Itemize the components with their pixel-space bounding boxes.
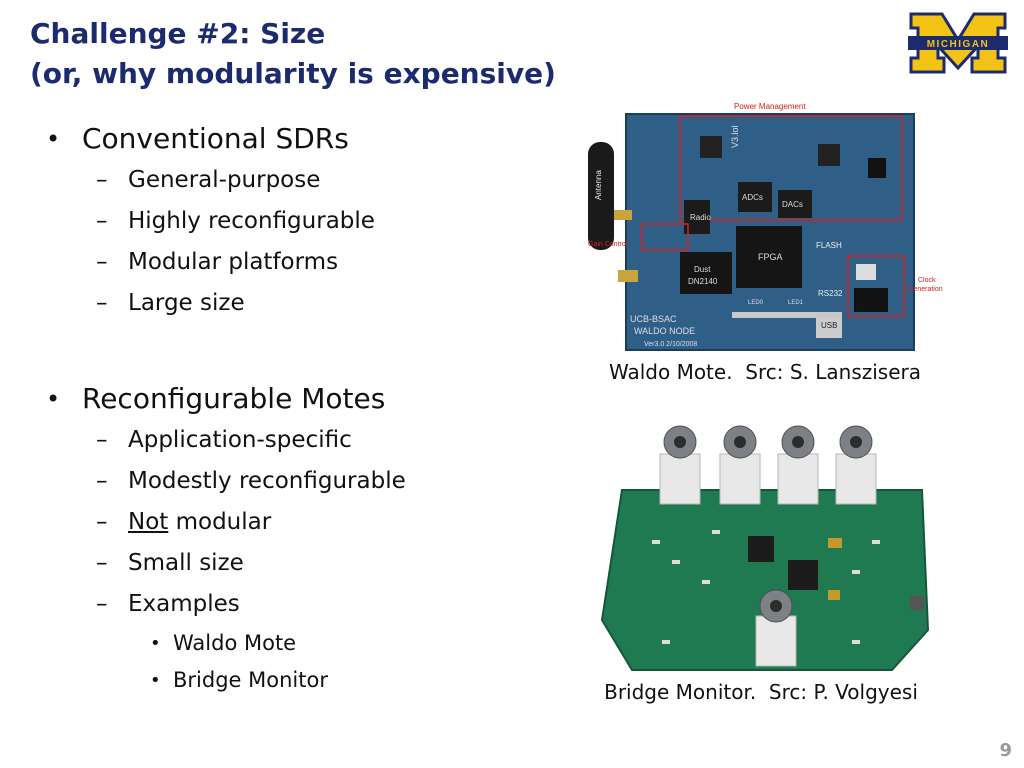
title-line-1: Challenge #2: Size [30,17,326,50]
svg-text:FLASH: FLASH [816,241,842,250]
sub-bullet: –Modestly reconfigurable [96,468,406,494]
svg-text:UCB-BSAC: UCB-BSAC [630,314,677,324]
page-number: 9 [999,740,1012,761]
title-line-2: (or, why modularity is expensive) [30,57,556,90]
svg-text:Power Management: Power Management [734,102,806,111]
bridge-caption: Bridge Monitor. Src: P. Volgyesi [604,680,918,704]
sub-bullet: –Small size [96,550,244,576]
slide-title: Challenge #2: Size (or, why modularity i… [30,14,850,94]
sub-bullet: –Large size [96,290,245,316]
svg-text:Gain Control: Gain Control [588,241,628,248]
sub-bullet: –Not modular [96,509,272,535]
svg-text:FPGA: FPGA [758,252,783,262]
sub-bullet: –Modular platforms [96,249,339,275]
example-bullet: Waldo Mote [42,625,562,662]
sub-bullet: –Examples [96,591,240,617]
svg-text:DACs: DACs [782,200,803,209]
svg-text:Ver3.0 2/10/2008: Ver3.0 2/10/2008 [644,341,697,348]
svg-text:Radio: Radio [690,213,711,222]
svg-text:Generation: Generation [908,286,943,293]
logo-text: MICHIGAN [927,39,990,50]
svg-text:DN2140: DN2140 [688,277,718,286]
svg-text:WALDO NODE: WALDO NODE [634,326,695,336]
example-bullet: Bridge Monitor [42,662,562,699]
svg-text:Clock: Clock [918,277,936,284]
bridge-monitor-photo [592,420,944,682]
sub-bullet: –General-purpose [96,167,321,193]
svg-text:Antenna: Antenna [594,170,603,200]
waldo-caption: Waldo Mote. Src: S. Lanszisera [608,360,922,384]
bullet-reconfigurable-motes: Reconfigurable Motes [42,378,562,420]
svg-text:V3.lol: V3.lol [730,125,740,148]
sub-bullet: –Highly reconfigurable [96,208,375,234]
svg-text:LED1: LED1 [788,300,804,306]
waldo-mote-photo: Antenna Power Management ADCs DACs Radio… [582,100,954,356]
bullet-list: Conventional SDRs –General-purpose –High… [42,118,562,699]
underlined-not: Not [128,509,169,535]
svg-text:RS232: RS232 [818,289,843,298]
svg-text:LED0: LED0 [748,300,764,306]
michigan-logo: MICHIGAN [908,10,1008,76]
bullet-conventional-sdrs: Conventional SDRs [42,118,562,160]
svg-text:Dust: Dust [694,265,711,274]
svg-text:USB: USB [821,321,837,330]
sub-bullet: –Application-specific [96,427,352,453]
svg-text:ADCs: ADCs [742,193,763,202]
